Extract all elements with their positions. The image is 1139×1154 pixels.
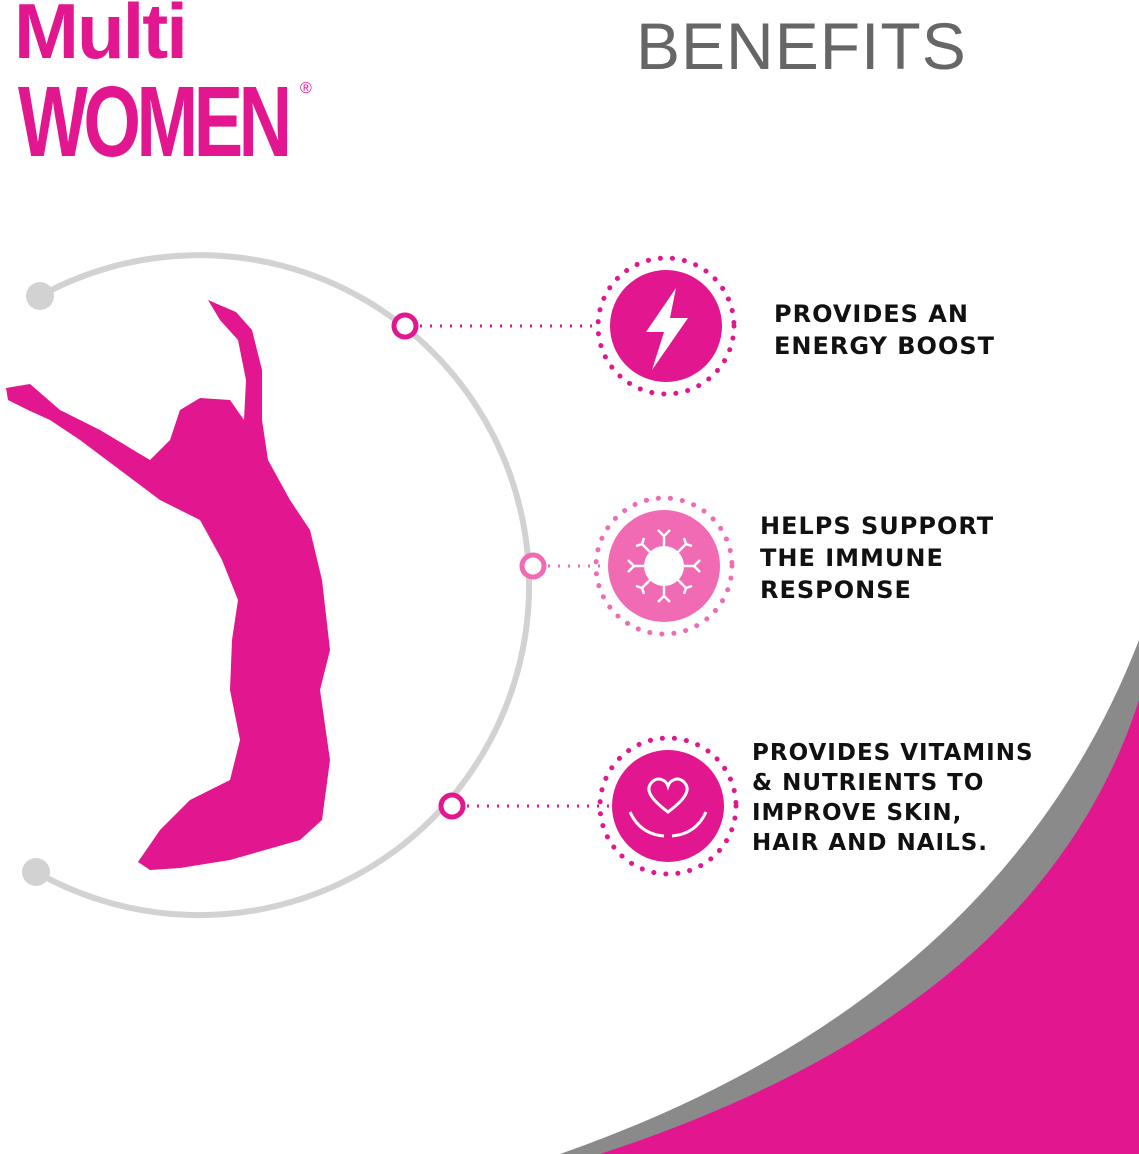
arc-end-dot-bottom (22, 858, 50, 886)
arc-end-dot-top (26, 282, 54, 310)
brand-logo-line2: WOMEN (18, 66, 292, 178)
registered-mark: ® (300, 80, 312, 97)
benefit-text-line: HELPS SUPPORT (760, 512, 995, 540)
benefit-text-line: ENERGY BOOST (774, 332, 996, 360)
arc-line (34, 252, 533, 919)
lightning-icon (595, 255, 737, 397)
benefit-text-line: THE IMMUNE (760, 544, 944, 572)
jumping-woman-silhouette (6, 300, 330, 870)
node-3 (438, 792, 466, 820)
benefit-text-line: PROVIDES VITAMINS (752, 740, 1034, 766)
benefit-text-line: RESPONSE (760, 576, 912, 604)
pink-swoosh (600, 700, 1139, 1154)
brand-logo-line1: Multi (14, 0, 188, 75)
node-1 (391, 312, 419, 340)
benefit-immune: HELPS SUPPORT THE IMMUNE RESPONSE (760, 510, 994, 606)
heart-hands-icon (597, 735, 739, 877)
benefit-skin-hair-nails: PROVIDES VITAMINS & NUTRIENTS TO IMPROVE… (752, 738, 1034, 858)
benefit-text-line: HAIR AND NAILS. (752, 830, 989, 856)
page-title: BENEFITS (636, 9, 967, 83)
benefit-text-line: IMPROVE SKIN, (752, 800, 963, 826)
node-2 (519, 552, 547, 580)
benefit-energy: PROVIDES AN ENERGY BOOST (774, 298, 995, 362)
benefit-text-line: PROVIDES AN (774, 300, 969, 328)
immune-cell-icon (593, 495, 735, 637)
benefit-text-line: & NUTRIENTS TO (752, 770, 985, 796)
